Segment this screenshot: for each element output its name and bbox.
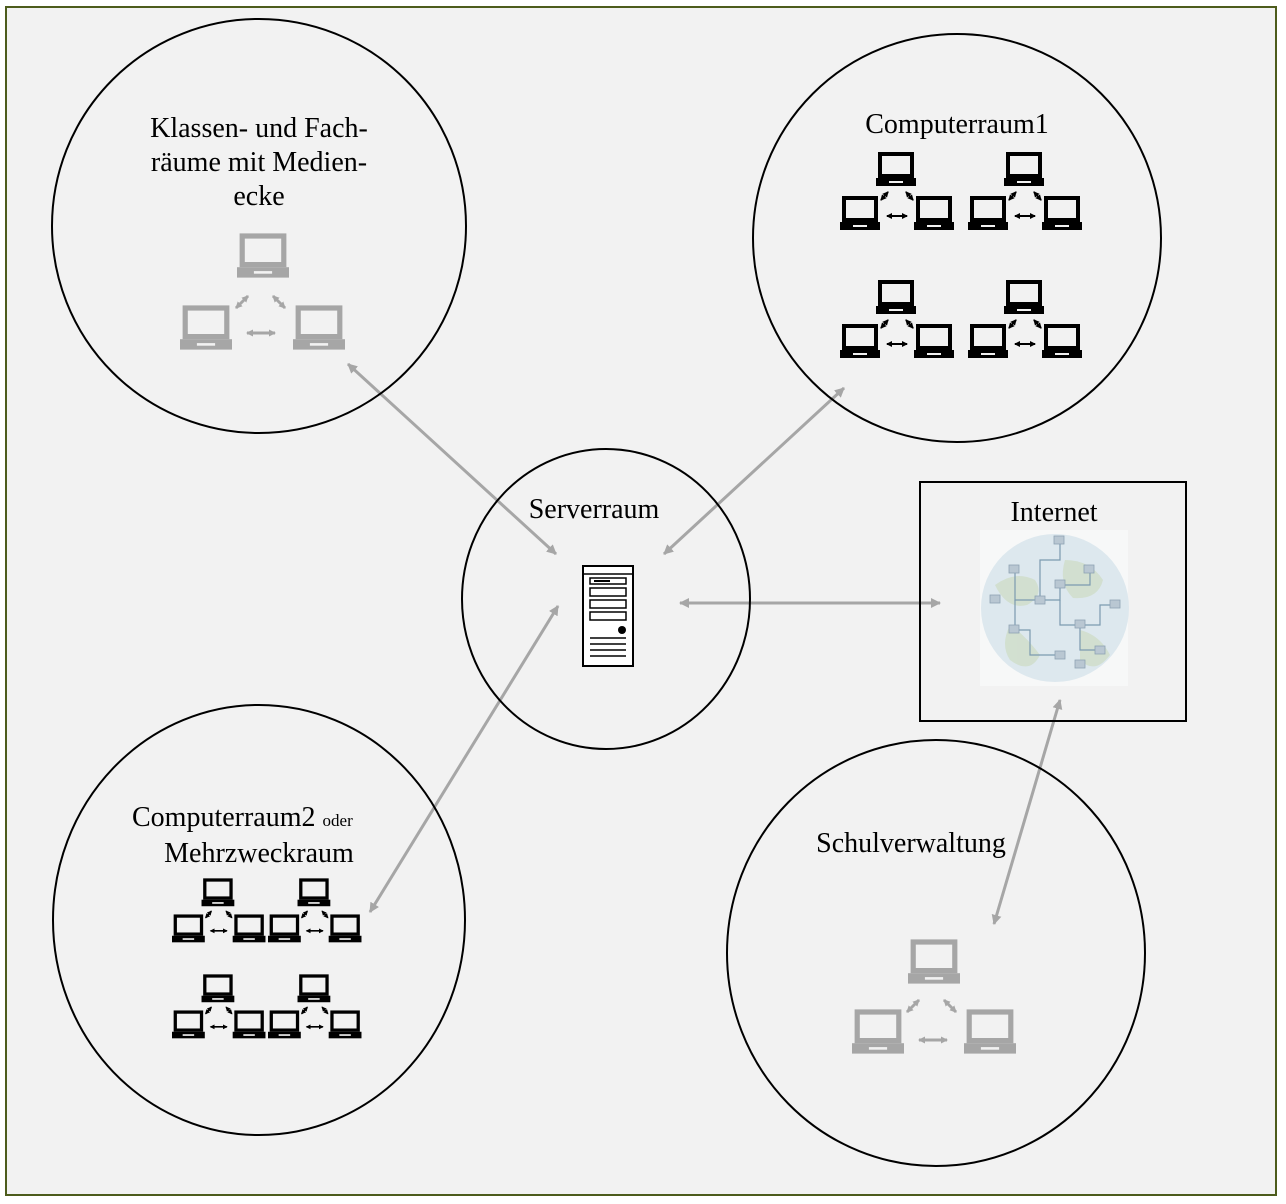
connector-computerraum1-server <box>662 386 846 556</box>
computerraum1-cluster-2-icon <box>968 154 1082 230</box>
computerraum2-cluster-1-icon <box>172 880 265 942</box>
computerraum1-cluster-1-icon <box>840 154 954 230</box>
computerraum2-label-main: Computerraum2 <box>132 802 316 833</box>
serverraum-label: Serverraum <box>529 494 660 525</box>
computerraum2-label-line2: Mehrzweckraum <box>164 838 354 869</box>
internet-box <box>919 481 1187 722</box>
computerraum2-cluster-4-icon <box>268 976 361 1038</box>
computerraum1-cluster-3-icon <box>840 282 954 358</box>
internet-label: Internet <box>1010 497 1097 528</box>
node-serverraum: Serverraum <box>461 448 751 750</box>
computerraum2-circle <box>52 704 466 1136</box>
klassen-circle <box>51 18 467 434</box>
klassen-label-line1: Klassen- und Fach- <box>150 113 368 144</box>
schulverwaltung-pc-cluster-icon <box>852 942 1016 1054</box>
globe-network-icon <box>980 530 1129 686</box>
node-computerraum2: Computerraum2 oder Mehrzweckraum <box>52 704 466 1136</box>
serverraum-circle <box>461 448 751 750</box>
computerraum2-label-oder: oder <box>323 811 354 830</box>
computerraum2-label: Computerraum2 oder <box>132 802 353 833</box>
connector-computerraum2-server <box>368 605 560 913</box>
connector-schulverwaltung-internet <box>991 699 1063 925</box>
schulverwaltung-circle <box>726 739 1146 1167</box>
klassen-pc-cluster-icon <box>180 236 345 350</box>
node-internet: Internet <box>919 481 1187 722</box>
node-computerraum1: Computerraum1 <box>752 33 1162 443</box>
computerraum2-cluster-3-icon <box>172 976 265 1038</box>
computerraum2-cluster-2-icon <box>268 880 361 942</box>
klassen-label-line2: räume mit Medien- <box>151 147 367 178</box>
node-schulverwaltung: Schulverwaltung <box>726 739 1146 1167</box>
computerraum1-cluster-4-icon <box>968 282 1082 358</box>
schulverwaltung-label: Schulverwaltung <box>816 828 1006 859</box>
node-klassen: Klassen- und Fach- räume mit Medien- eck… <box>51 18 467 434</box>
computerraum1-circle <box>752 33 1162 443</box>
connector-klassen-server <box>346 362 558 556</box>
server-tower-icon <box>582 565 634 667</box>
computerraum1-label: Computerraum1 <box>865 109 1049 140</box>
klassen-label-line3: ecke <box>233 181 284 212</box>
